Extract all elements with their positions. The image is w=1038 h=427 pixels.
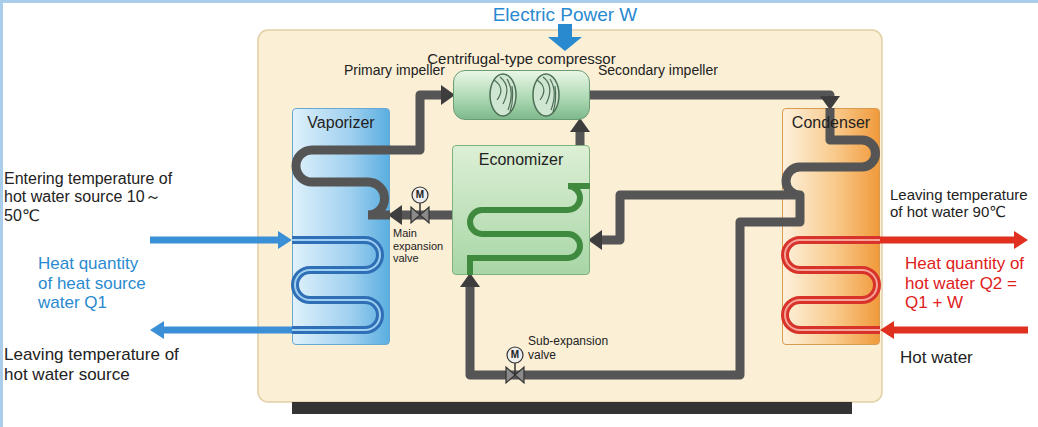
vaporizer-box: Vaporizer [292, 108, 390, 345]
water-arrow [880, 237, 1015, 244]
temperature-note: Leaving temperature of hot water 90℃ [890, 186, 1036, 221]
water-coil [292, 240, 380, 330]
component-heading: Centrifugal-type compressor [427, 50, 615, 67]
valve-motor-mark: M [414, 189, 426, 201]
water-coil [292, 240, 380, 330]
secondary-impeller [533, 74, 559, 116]
compressor-body: Centrifugal-type compressor [453, 70, 590, 120]
unit-housing [258, 30, 882, 402]
frame-line [0, 0, 3, 427]
water-coil [785, 240, 880, 330]
valve-label: Sub-expansion valve [528, 335, 618, 363]
water-arrow [278, 231, 292, 249]
economizer-box: Economizer [452, 145, 590, 275]
expansion-valve [506, 347, 524, 383]
water-arrow [893, 327, 1028, 334]
power-arrow [548, 24, 582, 51]
primary-impeller [490, 74, 516, 116]
water-arrow [163, 327, 292, 334]
part-label: Primary impeller [330, 62, 445, 78]
component-label: Economizer [453, 146, 589, 169]
water-note: Hot water [900, 348, 1020, 368]
component-label: Condenser [783, 109, 879, 132]
frame-line [0, 0, 1038, 3]
refrigerant-coil [296, 150, 390, 215]
expansion-valve [411, 187, 429, 223]
water-coil [785, 240, 880, 330]
refrigerant-pipe [390, 95, 441, 150]
water-arrow [150, 237, 279, 244]
economizer-coil [470, 186, 590, 275]
heat-quantity-note: Heat quantity of heat source water Q1 [38, 254, 156, 313]
water-arrow [880, 321, 894, 339]
water-arrow [1014, 231, 1028, 249]
valve-motor-mark: M [509, 349, 521, 361]
heat-quantity-note: Heat quantity of hot water Q2 = Q1 + W [905, 254, 1025, 313]
refrigerant-pipe [402, 211, 452, 220]
power-label: Electric Power W [480, 4, 650, 26]
refrigerant-pipe [576, 132, 585, 145]
component-label: Vaporizer [293, 109, 389, 132]
refrigerant-pipe [590, 95, 830, 96]
water-arrow [150, 321, 164, 339]
part-label: Secondary impeller [598, 62, 738, 78]
unit-base [292, 402, 852, 414]
valve-label: Main expansion valve [393, 227, 451, 265]
temperature-note: Entering temperature of hot water source… [4, 170, 184, 225]
condenser-box: Condenser [782, 108, 880, 345]
refrigerant-coil [782, 108, 876, 222]
temperature-note: Leaving temperature of hot water source [4, 345, 184, 384]
